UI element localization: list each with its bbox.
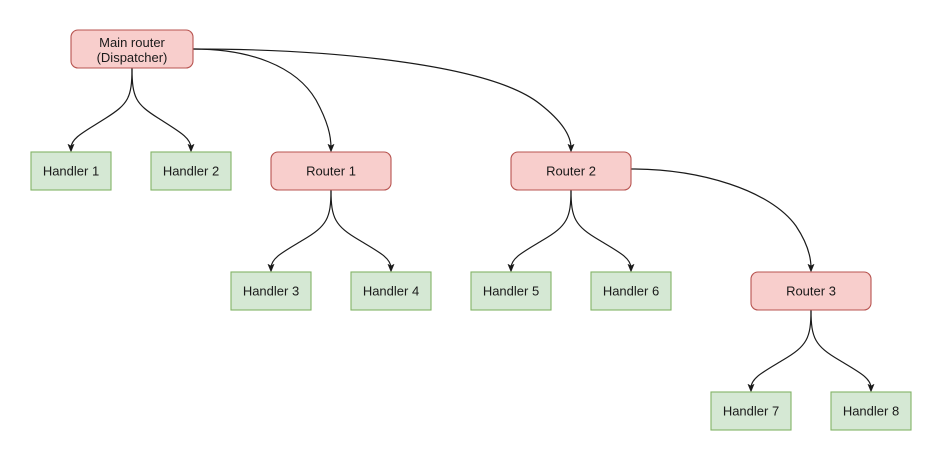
node-box-main-router[interactable] <box>70 29 194 69</box>
edge-main-router-to-router-1 <box>192 48 331 148</box>
node-handler-8[interactable]: Handler 8 <box>830 391 912 431</box>
node-label-handler-8: Handler 8 <box>843 403 899 418</box>
node-box-handler-7[interactable] <box>710 391 792 431</box>
edge-router-2-to-handler-5 <box>511 189 572 268</box>
node-handler-1[interactable]: Handler 1 <box>30 151 112 191</box>
node-label-handler-4: Handler 4 <box>363 283 419 298</box>
node-label-router-3: Router 3 <box>786 283 836 298</box>
node-main-router[interactable]: Main router(Dispatcher) <box>70 29 194 69</box>
node-label-handler-7: Handler 7 <box>723 403 779 418</box>
node-handler-6[interactable]: Handler 6 <box>590 271 672 311</box>
node-box-handler-3[interactable] <box>230 271 312 311</box>
node-box-handler-2[interactable] <box>150 151 232 191</box>
node-box-router-1[interactable] <box>270 151 392 191</box>
edge-router-2-to-handler-6 <box>570 189 631 268</box>
node-handler-2[interactable]: Handler 2 <box>150 151 232 191</box>
node-box-handler-1[interactable] <box>30 151 112 191</box>
edge-main-router-to-handler-2 <box>131 67 191 148</box>
node-router-1[interactable]: Router 1 <box>270 151 392 191</box>
node-handler-7[interactable]: Handler 7 <box>710 391 792 431</box>
node-handler-3[interactable]: Handler 3 <box>230 271 312 311</box>
edge-main-router-to-handler-1 <box>71 67 133 148</box>
edge-router-1-to-handler-4 <box>330 189 391 268</box>
node-label-main-router: Main router(Dispatcher) <box>97 35 168 65</box>
node-label-router-2: Router 2 <box>546 163 596 178</box>
edge-main-router-to-router-2 <box>192 48 571 148</box>
node-router-3[interactable]: Router 3 <box>750 271 872 311</box>
node-box-handler-8[interactable] <box>830 391 912 431</box>
node-box-router-3[interactable] <box>750 271 872 311</box>
edge-router-3-to-handler-8 <box>810 309 871 388</box>
node-label-line1-main-router: Main router <box>99 35 165 50</box>
node-label-handler-1: Handler 1 <box>43 163 99 178</box>
node-router-2[interactable]: Router 2 <box>510 151 632 191</box>
node-box-handler-4[interactable] <box>350 271 432 311</box>
node-box-handler-6[interactable] <box>590 271 672 311</box>
node-handler-4[interactable]: Handler 4 <box>350 271 432 311</box>
node-box-handler-5[interactable] <box>470 271 552 311</box>
node-label-handler-2: Handler 2 <box>163 163 219 178</box>
nodes-layer: Main router(Dispatcher) Handler 1 Handler … <box>30 29 912 431</box>
edges-layer <box>71 48 871 388</box>
node-box-router-2[interactable] <box>510 151 632 191</box>
edge-router-2-to-router-3 <box>630 168 811 268</box>
edge-router-3-to-handler-7 <box>751 309 812 388</box>
node-label-handler-5: Handler 5 <box>483 283 539 298</box>
node-label-handler-3: Handler 3 <box>243 283 299 298</box>
node-label-router-1: Router 1 <box>306 163 356 178</box>
edge-router-1-to-handler-3 <box>271 189 332 268</box>
node-label-handler-6: Handler 6 <box>603 283 659 298</box>
node-handler-5[interactable]: Handler 5 <box>470 271 552 311</box>
node-label-line2-main-router: (Dispatcher) <box>97 50 168 65</box>
